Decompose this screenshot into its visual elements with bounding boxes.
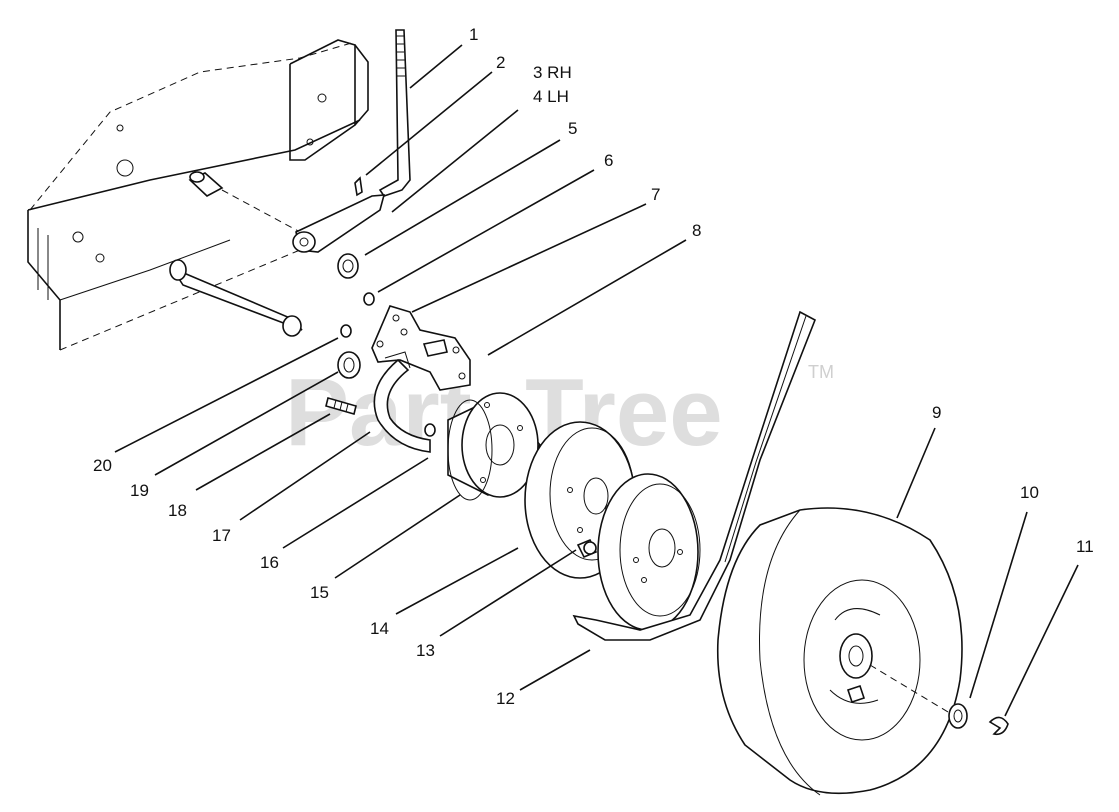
axle-tube (169, 259, 303, 337)
e-clip (988, 716, 1009, 736)
leader-lines (114, 44, 1079, 717)
callout-12: 12 (496, 689, 515, 708)
lock-washer (337, 253, 359, 279)
brake-drum (447, 392, 542, 501)
nut (363, 292, 375, 306)
callout-7: 7 (651, 185, 660, 204)
callout-16: 16 (260, 553, 279, 572)
pulley-half-outer (597, 473, 701, 631)
callout-6: 6 (604, 151, 613, 170)
drive-belt (572, 310, 817, 641)
callout-13: 13 (416, 641, 435, 660)
watermark-trademark: TM (808, 362, 834, 382)
brake-band (373, 351, 431, 453)
callout-14: 14 (370, 619, 389, 638)
callout-3: 3 RH (533, 63, 572, 82)
bolt (325, 397, 357, 415)
callout-4: 4 LH (533, 87, 569, 106)
callout-9: 9 (932, 403, 941, 422)
callout-20: 20 (93, 456, 112, 475)
wheel-tire (716, 507, 963, 796)
callout-5: 5 (568, 119, 577, 138)
callout-8: 8 (692, 221, 701, 240)
callout-18: 18 (168, 501, 187, 520)
brake-rod (378, 29, 411, 197)
cotter-pin (354, 176, 363, 197)
callout-2: 2 (496, 53, 505, 72)
wheel-washer (948, 703, 968, 729)
callout-labels: 1 2 3 RH 4 LH 5 6 7 8 9 10 11 12 13 14 1… (93, 25, 1094, 708)
chassis-frame (27, 39, 369, 351)
callout-19: 19 (130, 481, 149, 500)
callout-1: 1 (469, 25, 478, 44)
band-nut (424, 423, 436, 437)
brake-lever (292, 194, 386, 253)
brake-bracket (371, 305, 471, 391)
callout-11: 11 (1076, 537, 1094, 556)
pivot-bushing (188, 171, 301, 233)
callout-17: 17 (212, 526, 231, 545)
flat-washer (337, 351, 361, 379)
spacer (576, 538, 598, 559)
small-nut (340, 324, 352, 338)
callout-15: 15 (310, 583, 329, 602)
callout-10: 10 (1020, 483, 1039, 502)
